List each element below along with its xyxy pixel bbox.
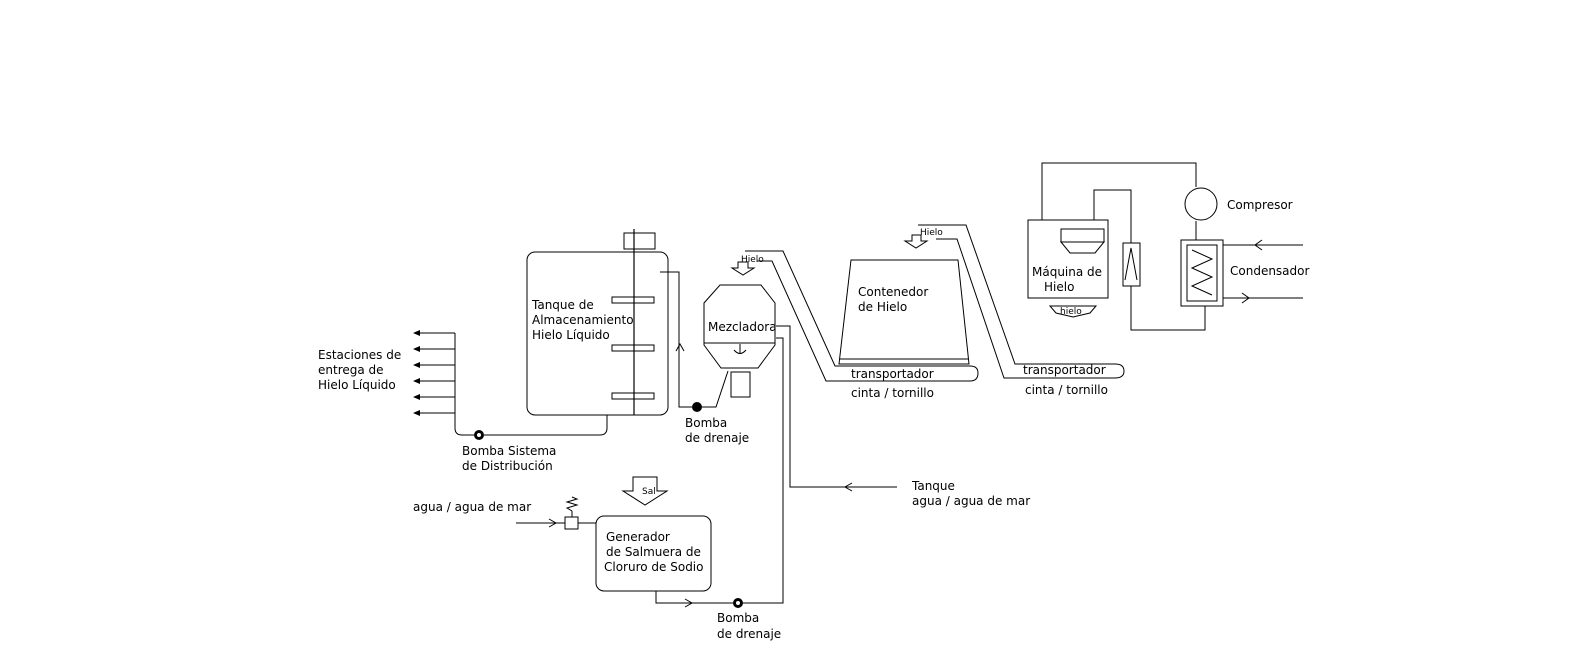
conveyor-1-outlet <box>730 261 756 276</box>
salt-hopper <box>621 476 669 506</box>
mixer-label: Mezcladora <box>708 320 777 334</box>
drain-pump-1-icon <box>692 402 702 412</box>
conveyor-1-label: transportador cinta / tornillo <box>851 367 938 400</box>
refrigerant-line <box>1041 162 1197 220</box>
ice-output-chute <box>1048 305 1098 318</box>
ice-machine-label: Máquina de Hielo <box>1032 265 1106 294</box>
ice-container <box>838 259 970 365</box>
agitator-motor <box>623 232 656 250</box>
expansion-valve <box>1122 242 1141 287</box>
conveyor-2-label: transportador cinta / tornillo <box>1023 363 1110 397</box>
delivery-outlets <box>413 330 474 436</box>
drain-pump-1-label: Bomba de drenaje <box>685 416 749 445</box>
agitator-blade <box>611 344 655 352</box>
mixer-outlet <box>730 371 751 398</box>
agitator-blade <box>611 296 655 304</box>
brine-generator-label: Generador de Salmuera de Cloruro de Sodi… <box>604 530 705 574</box>
brine-generator <box>595 515 712 592</box>
condenser-icon <box>1180 239 1224 307</box>
conveyor-1 <box>745 250 979 382</box>
distribution-pump-label: Bomba Sistema de Distribución <box>462 444 560 473</box>
salt-label: Sal <box>642 487 656 497</box>
storage-tank-label: Tanque de Almacenamiento Hielo Líquido <box>531 298 637 342</box>
delivery-stations-label: Estaciones de entrega de Hielo Líquido <box>318 348 405 392</box>
refrigerant-line <box>1093 189 1132 243</box>
refrigerant-line <box>1130 286 1206 331</box>
ice-out-label: hielo <box>1060 307 1082 317</box>
compressor-icon <box>1184 187 1218 221</box>
ice-tag-2: Hielo <box>920 228 943 238</box>
ice-container-label: Contenedor de Hielo <box>858 285 932 314</box>
ice-machine <box>1027 219 1109 299</box>
mixer-body <box>703 284 776 369</box>
agitator-blade <box>611 392 655 400</box>
drain-pump-2-label: Bomba de drenaje <box>717 611 781 641</box>
compressor-label: Compresor <box>1227 198 1293 212</box>
water-tank-label: Tanque agua / agua de mar <box>911 479 1030 508</box>
conveyor-2 <box>918 224 1125 379</box>
water-in-label: agua / agua de mar <box>413 500 531 514</box>
condenser-label: Condensador <box>1230 264 1309 278</box>
inlet-valve <box>564 516 579 530</box>
ice-tag-1: Hielo <box>741 255 764 265</box>
conveyor-2-outlet <box>903 234 929 249</box>
storage-tank <box>526 251 669 416</box>
